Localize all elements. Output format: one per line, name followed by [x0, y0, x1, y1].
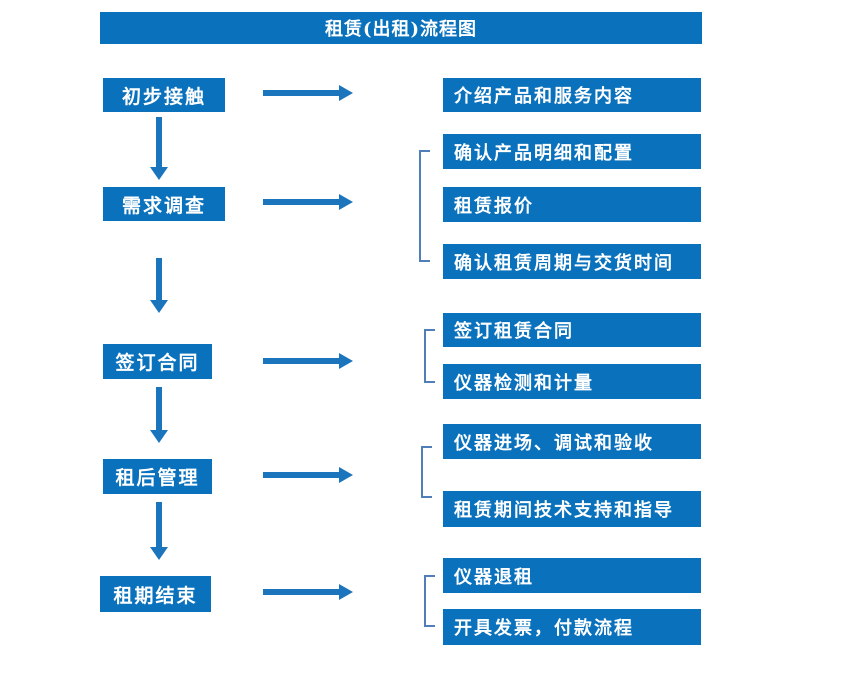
- output-box: 确认产品明细和配置: [443, 134, 701, 169]
- output-box: 仪器退租: [443, 558, 701, 593]
- group-bracket: [424, 329, 435, 383]
- down-arrow-shaft: [156, 502, 162, 547]
- right-arrow: [263, 467, 353, 483]
- right-arrow: [263, 194, 353, 210]
- step-box-sign-contract: 签订合同: [103, 344, 212, 379]
- right-arrow-shaft: [263, 589, 340, 595]
- output-box: 确认租赁周期与交货时间: [443, 244, 701, 279]
- step-box-initial-contact: 初步接触: [103, 78, 225, 112]
- down-arrow-shaft: [156, 117, 162, 167]
- right-arrow-head: [339, 353, 353, 369]
- group-bracket: [424, 575, 435, 627]
- down-arrow: [150, 258, 168, 313]
- down-arrow-head: [150, 547, 168, 560]
- down-arrow-head: [150, 300, 168, 313]
- group-bracket: [421, 446, 432, 498]
- output-box: 签订租赁合同: [443, 313, 701, 347]
- right-arrow-shaft: [263, 358, 340, 364]
- output-box: 开具发票，付款流程: [443, 609, 701, 645]
- right-arrow-shaft: [263, 199, 340, 205]
- right-arrow: [263, 353, 353, 369]
- output-box: 仪器检测和计量: [443, 364, 701, 399]
- output-box: 介绍产品和服务内容: [443, 78, 701, 112]
- right-arrow-head: [339, 85, 353, 101]
- group-bracket: [419, 150, 430, 262]
- right-arrow: [263, 85, 353, 101]
- step-box-lease-end: 租期结束: [100, 576, 211, 612]
- down-arrow: [150, 502, 168, 560]
- right-arrow-shaft: [263, 90, 340, 96]
- right-arrow-head: [339, 584, 353, 600]
- down-arrow-head: [150, 430, 168, 443]
- right-arrow-head: [339, 194, 353, 210]
- down-arrow-shaft: [156, 258, 162, 300]
- right-arrow-shaft: [263, 472, 340, 478]
- down-arrow-head: [150, 167, 168, 180]
- step-box-post-rental-management: 租后管理: [103, 459, 212, 494]
- output-box: 仪器进场、调试和验收: [443, 424, 701, 459]
- step-box-demand-survey: 需求调查: [103, 187, 225, 221]
- down-arrow-shaft: [156, 387, 162, 430]
- flowchart-title: 租赁(出租)流程图: [100, 12, 702, 44]
- down-arrow: [150, 387, 168, 443]
- output-box: 租赁期间技术支持和指导: [443, 491, 701, 527]
- right-arrow: [263, 584, 353, 600]
- down-arrow: [150, 117, 168, 180]
- right-arrow-head: [339, 467, 353, 483]
- output-box: 租赁报价: [443, 187, 701, 222]
